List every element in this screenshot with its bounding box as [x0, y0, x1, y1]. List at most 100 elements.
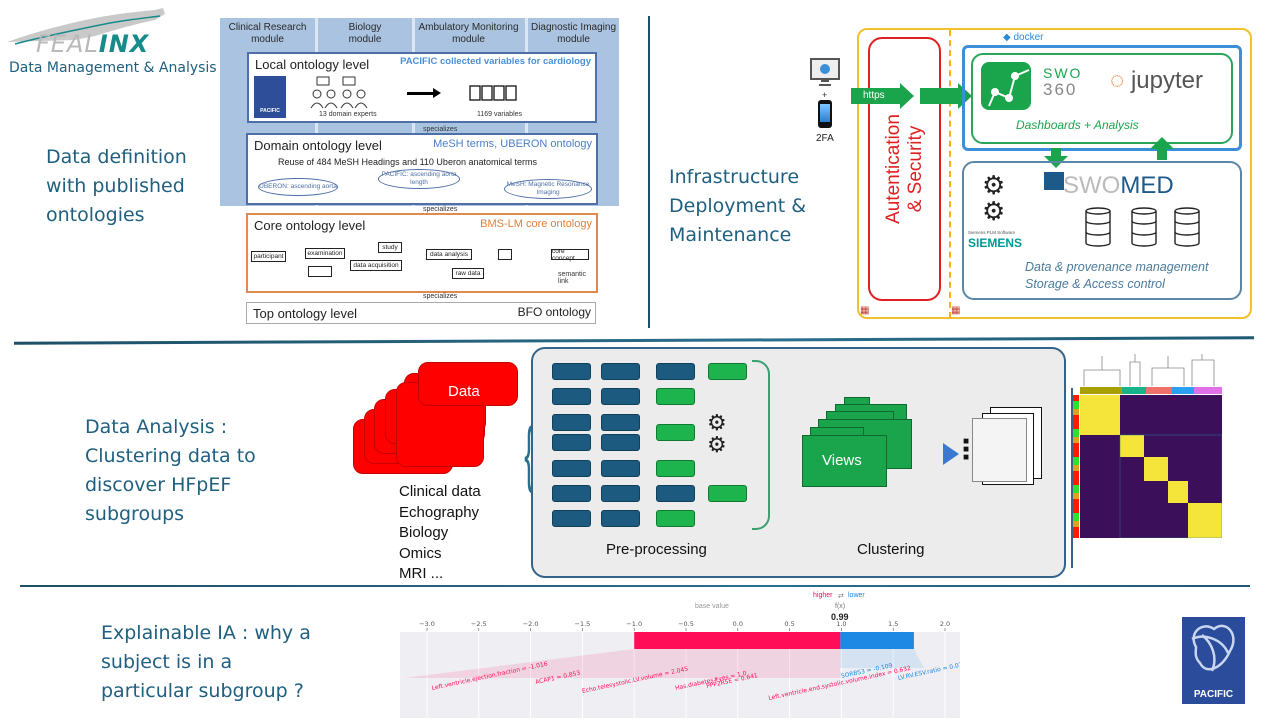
cluster-color-bar — [1080, 387, 1222, 394]
tick-label: 0.0 — [733, 620, 743, 628]
output-block — [656, 388, 695, 405]
cluster-color-4 — [1194, 387, 1222, 394]
storage-box — [962, 161, 1242, 300]
process-block — [552, 414, 591, 431]
right-arrow — [943, 443, 959, 465]
process-block — [601, 388, 640, 405]
tick-label: 1.0 — [836, 620, 846, 628]
database-icons — [1085, 207, 1200, 247]
fx-value: 0.99 — [831, 612, 849, 622]
cluster-color-3 — [1172, 387, 1194, 394]
process-block — [601, 363, 640, 380]
swo360-logo-icon — [981, 62, 1031, 110]
local-ontology-box: Local ontology level PACIFIC collected v… — [247, 52, 597, 123]
dendrogram — [1080, 354, 1222, 394]
closing-brace-icon — [752, 360, 770, 530]
output-block — [656, 424, 695, 441]
brand-name: FEALINX — [36, 30, 150, 58]
pacific-small-logo: PACIFIC — [254, 76, 286, 118]
jupyter-icon: ◌ — [1110, 67, 1131, 94]
data-card — [418, 362, 518, 406]
tick-label: −3.0 — [419, 620, 435, 628]
section-divider-2 — [20, 585, 1250, 587]
domain-experts-icon — [310, 76, 368, 109]
heart-outline-icon — [1191, 624, 1235, 672]
process-block — [656, 485, 695, 502]
section-divider-1 — [13, 336, 1255, 345]
2fa-label: 2FA — [816, 133, 834, 144]
module-ambulatory-monitoring: Ambulatory Monitoring module — [418, 22, 519, 45]
tick-label: −2.5 — [471, 620, 487, 628]
process-block — [601, 485, 640, 502]
documents-icon — [469, 85, 517, 101]
brace-icon: { — [524, 414, 534, 494]
cluster-color-0 — [1080, 387, 1122, 394]
row-annotation-bar — [1073, 395, 1079, 538]
tick-label: −1.0 — [626, 620, 642, 628]
node-mesh: MeSH: Magnetic Resonance Imaging — [504, 179, 592, 199]
process-block — [601, 460, 640, 477]
dashboards-box — [971, 53, 1233, 144]
output-block — [708, 485, 747, 502]
infrastructure-frame — [857, 28, 1252, 319]
tick-label: 0.5 — [784, 620, 794, 628]
gears-icon: ⚙⚙ — [707, 410, 727, 457]
process-block — [601, 414, 640, 431]
preprocessing-label: Pre-processing — [606, 541, 707, 558]
output-block — [656, 510, 695, 527]
phone-icon — [818, 100, 832, 128]
tick-label: −0.5 — [678, 620, 694, 628]
cluster-color-1 — [1122, 387, 1146, 394]
gears-icon: ⚙⚙ — [982, 170, 1006, 226]
node-pacific: PACIFIC: ascending aorta length — [378, 169, 460, 189]
process-block — [552, 363, 591, 380]
fx-label: f(x) — [835, 603, 846, 610]
swap-icon: ⇄ — [838, 593, 844, 600]
process-block — [552, 434, 591, 451]
consensus-heatmap — [1080, 395, 1222, 538]
whale-icon: ◆ — [1003, 32, 1014, 43]
brand-subtitle: Data Management & Analysis — [9, 60, 217, 76]
higher-fan — [404, 649, 841, 678]
views-card — [802, 435, 887, 487]
section-title-explainable: Explainable IA : why a subject is in a p… — [101, 622, 311, 702]
lower-fan — [840, 649, 924, 668]
scatter-plot-thumbnail — [972, 418, 1027, 482]
up-arrow — [1150, 137, 1174, 149]
process-block — [552, 485, 591, 502]
base-value-label: base value — [695, 603, 729, 610]
vertical-divider — [648, 16, 650, 328]
process-block — [552, 510, 591, 527]
auth-security-box — [868, 37, 941, 301]
module-diagnostic-imaging: Diagnostic Imaging module — [530, 22, 617, 45]
process-block — [552, 460, 591, 477]
swomed-logo-icon — [1044, 172, 1064, 190]
process-block — [601, 510, 640, 527]
firewall-icon: ▦ — [860, 305, 870, 316]
module-clinical-research: Clinical Research module — [228, 22, 307, 45]
node-uberon: UBERON: ascending aorta — [258, 178, 338, 196]
jupyter-logo: ◌ jupyter — [1110, 67, 1203, 94]
siemens-logo: SIEMENS — [968, 236, 1023, 250]
output-block — [708, 363, 747, 380]
process-block — [552, 388, 591, 405]
pacific-logo: PACIFIC — [1182, 617, 1245, 704]
module-biology: Biology module — [348, 22, 382, 45]
legend-higher: higher — [813, 592, 833, 599]
swomed-logo: SWOMED — [1063, 172, 1174, 199]
cluster-color-2 — [1146, 387, 1172, 394]
data-sources-list: Clinical data Echography Biology Omics M… — [399, 483, 481, 582]
legend-lower: lower — [848, 592, 865, 599]
clustering-label: Clustering — [857, 541, 925, 558]
arrow-icon — [407, 92, 435, 95]
core-ontology-box: Core ontology level BMS-LM core ontology… — [246, 213, 598, 293]
firewall-icon: ▦ — [951, 305, 961, 316]
section-title-definition: Data definition with published ontologie… — [46, 146, 187, 226]
bar-lower — [840, 632, 914, 649]
process-block — [601, 434, 640, 451]
output-block — [656, 460, 695, 477]
bar-higher — [634, 632, 841, 649]
specializes-label: specializes — [423, 126, 458, 133]
monitor-icon — [810, 58, 840, 86]
